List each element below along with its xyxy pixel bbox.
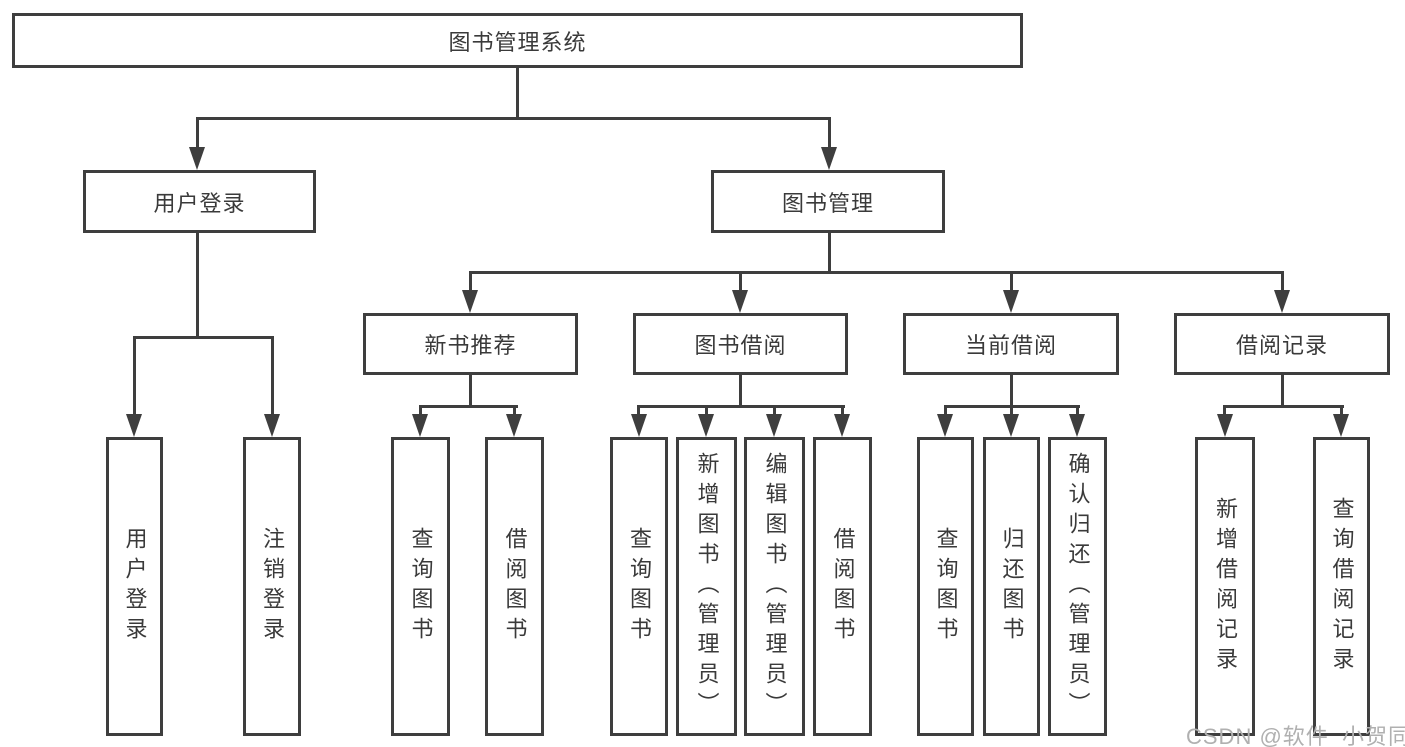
arrow-down-icon xyxy=(1217,414,1233,437)
h-line xyxy=(419,405,518,408)
v-line xyxy=(828,117,831,151)
arrow-down-icon xyxy=(412,414,428,437)
leaf-label: 查询图书 xyxy=(627,526,652,647)
arrow-down-icon xyxy=(189,147,205,170)
v-line xyxy=(196,117,199,151)
leaf-label: 借阅图书 xyxy=(830,526,856,647)
arrow-down-icon xyxy=(1069,414,1085,437)
leaf-label: 新增借阅记录 xyxy=(1213,496,1238,677)
arrow-down-icon xyxy=(1274,290,1290,313)
v-line xyxy=(196,233,199,338)
leaf-label: 查询借阅记录 xyxy=(1329,496,1355,677)
h-line xyxy=(196,117,831,120)
arrow-down-icon xyxy=(126,414,142,437)
arrow-down-icon xyxy=(834,414,850,437)
arrow-down-icon xyxy=(732,290,748,313)
node-label: 用户登录 xyxy=(153,190,246,216)
v-line xyxy=(469,271,472,293)
v-line xyxy=(1010,375,1013,408)
v-line xyxy=(1223,405,1226,419)
h-line xyxy=(637,405,845,408)
node-user-login: 用户登录 xyxy=(83,170,316,233)
leaf-label: 归还图书 xyxy=(999,526,1025,647)
arrow-down-icon xyxy=(264,414,280,437)
leaf-add-borrow-record: 新增借阅记录 xyxy=(1195,437,1255,736)
leaf-query-books-borrowing: 查询图书 xyxy=(610,437,668,736)
v-line xyxy=(705,405,708,419)
node-label: 借阅记录 xyxy=(1235,333,1328,358)
node-label: 图书管理系统 xyxy=(448,29,587,55)
arrow-down-icon xyxy=(698,414,714,437)
v-line xyxy=(1281,375,1284,408)
node-new-book-recommend: 新书推荐 xyxy=(363,313,578,375)
csdn-watermark: CSDN @软件_小贺同学 xyxy=(1186,724,1405,747)
leaf-borrow-books-recommend: 借阅图书 xyxy=(485,437,544,736)
v-line xyxy=(419,405,422,419)
v-line xyxy=(739,375,742,408)
node-book-management: 图书管理 xyxy=(711,170,945,233)
arrow-down-icon xyxy=(821,147,837,170)
leaf-logout: 注销登录 xyxy=(243,437,301,736)
arrow-down-icon xyxy=(1333,414,1349,437)
leaf-label: 查询图书 xyxy=(408,526,434,647)
v-line xyxy=(271,336,274,416)
v-line xyxy=(469,375,472,408)
leaf-edit-book-admin: 编辑图书（管理员） xyxy=(744,437,805,736)
arrow-down-icon xyxy=(631,414,647,437)
node-book-borrowing: 图书借阅 xyxy=(633,313,848,375)
v-line xyxy=(1281,271,1284,293)
v-line xyxy=(944,405,947,419)
leaf-user-login: 用户登录 xyxy=(106,437,163,736)
v-line xyxy=(773,405,776,419)
arrow-down-icon xyxy=(1003,414,1019,437)
h-line xyxy=(133,336,274,339)
leaf-label: 新增图书（管理员） xyxy=(694,451,720,722)
v-line xyxy=(513,405,516,419)
leaf-query-books-recommend: 查询图书 xyxy=(391,437,450,736)
node-label: 图书管理 xyxy=(781,190,874,216)
leaf-label: 编辑图书（管理员） xyxy=(762,451,788,722)
node-current-borrowing: 当前借阅 xyxy=(903,313,1119,375)
leaf-label: 用户登录 xyxy=(122,526,148,647)
node-label: 新书推荐 xyxy=(424,333,517,358)
v-line xyxy=(637,405,640,419)
node-borrowing-records: 借阅记录 xyxy=(1174,313,1390,375)
v-line xyxy=(739,271,742,293)
node-label: 图书借阅 xyxy=(694,333,787,358)
leaf-label: 借阅图书 xyxy=(502,526,528,647)
leaf-add-book-admin: 新增图书（管理员） xyxy=(676,437,737,736)
arrow-down-icon xyxy=(937,414,953,437)
arrow-down-icon xyxy=(506,414,522,437)
v-line xyxy=(516,68,519,118)
arrow-down-icon xyxy=(1003,290,1019,313)
leaf-query-borrow-record: 查询借阅记录 xyxy=(1313,437,1370,736)
v-line xyxy=(133,336,136,416)
v-line xyxy=(1010,405,1013,419)
leaf-confirm-return-admin: 确认归还（管理员） xyxy=(1048,437,1107,736)
v-line xyxy=(1010,271,1013,293)
leaf-query-books-current: 查询图书 xyxy=(917,437,974,736)
arrow-down-icon xyxy=(766,414,782,437)
v-line xyxy=(1076,405,1079,419)
arrow-down-icon xyxy=(462,290,478,313)
leaf-label: 注销登录 xyxy=(260,526,285,647)
leaf-label: 确认归还（管理员） xyxy=(1065,451,1091,722)
node-root-library-system: 图书管理系统 xyxy=(12,13,1023,68)
v-line xyxy=(828,233,831,274)
leaf-return-book: 归还图书 xyxy=(983,437,1040,736)
leaf-borrow-books-borrowing: 借阅图书 xyxy=(813,437,872,736)
h-line xyxy=(469,271,1284,274)
h-line xyxy=(1223,405,1344,408)
v-line xyxy=(841,405,844,419)
leaf-label: 查询图书 xyxy=(933,526,959,647)
v-line xyxy=(1340,405,1343,419)
node-label: 当前借阅 xyxy=(964,333,1057,358)
